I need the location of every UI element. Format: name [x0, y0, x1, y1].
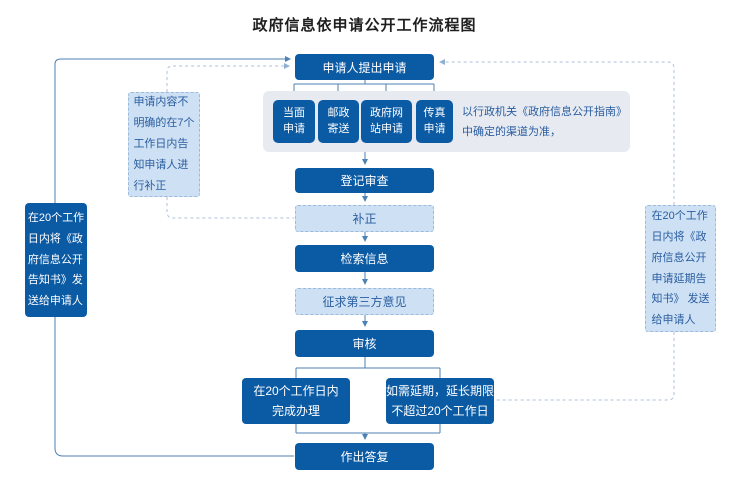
node-extension: 如需延期，延长期限 不超过20个工作日 [386, 378, 494, 424]
node-channel-fax: 传真 申请 [416, 100, 453, 143]
node-channel-in-person: 当面 申请 [273, 100, 315, 143]
dashed-connectors [166, 59, 675, 401]
node-complete-20-days: 在20个工作日内 完成办理 [242, 378, 350, 424]
node-applicant-submit: 申请人提出申请 [295, 54, 434, 80]
note-unclear-application: 申请内容不 明确的在7个 工作日内告 知申请人进 行补正 [128, 92, 200, 197]
node-review: 审核 [295, 330, 434, 357]
note-extension-notice: 在20个工作 日内将《政 府信息公开 申请延期告 知书》 发送 给申请人 [645, 205, 716, 332]
node-correction: 补正 [295, 205, 434, 232]
node-make-reply: 作出答复 [295, 443, 434, 470]
node-channel-website: 政府网 站申请 [361, 100, 412, 143]
node-register-review: 登记审查 [295, 168, 434, 193]
page-title: 政府信息依申请公开工作流程图 [252, 17, 477, 34]
solid-connectors [54, 56, 441, 457]
channels-note: 以行政机关《政府信息公开指南》 中确定的渠道为准， [462, 106, 627, 138]
node-channel-postal: 邮政 寄送 [318, 100, 359, 143]
node-third-party-opinion: 征求第三方意见 [295, 288, 434, 315]
node-disclosure-notice: 在20个工作 日内将《政 府信息公开 告知书》发 送给申请人 [25, 203, 87, 317]
node-search-info: 检索信息 [295, 245, 434, 272]
